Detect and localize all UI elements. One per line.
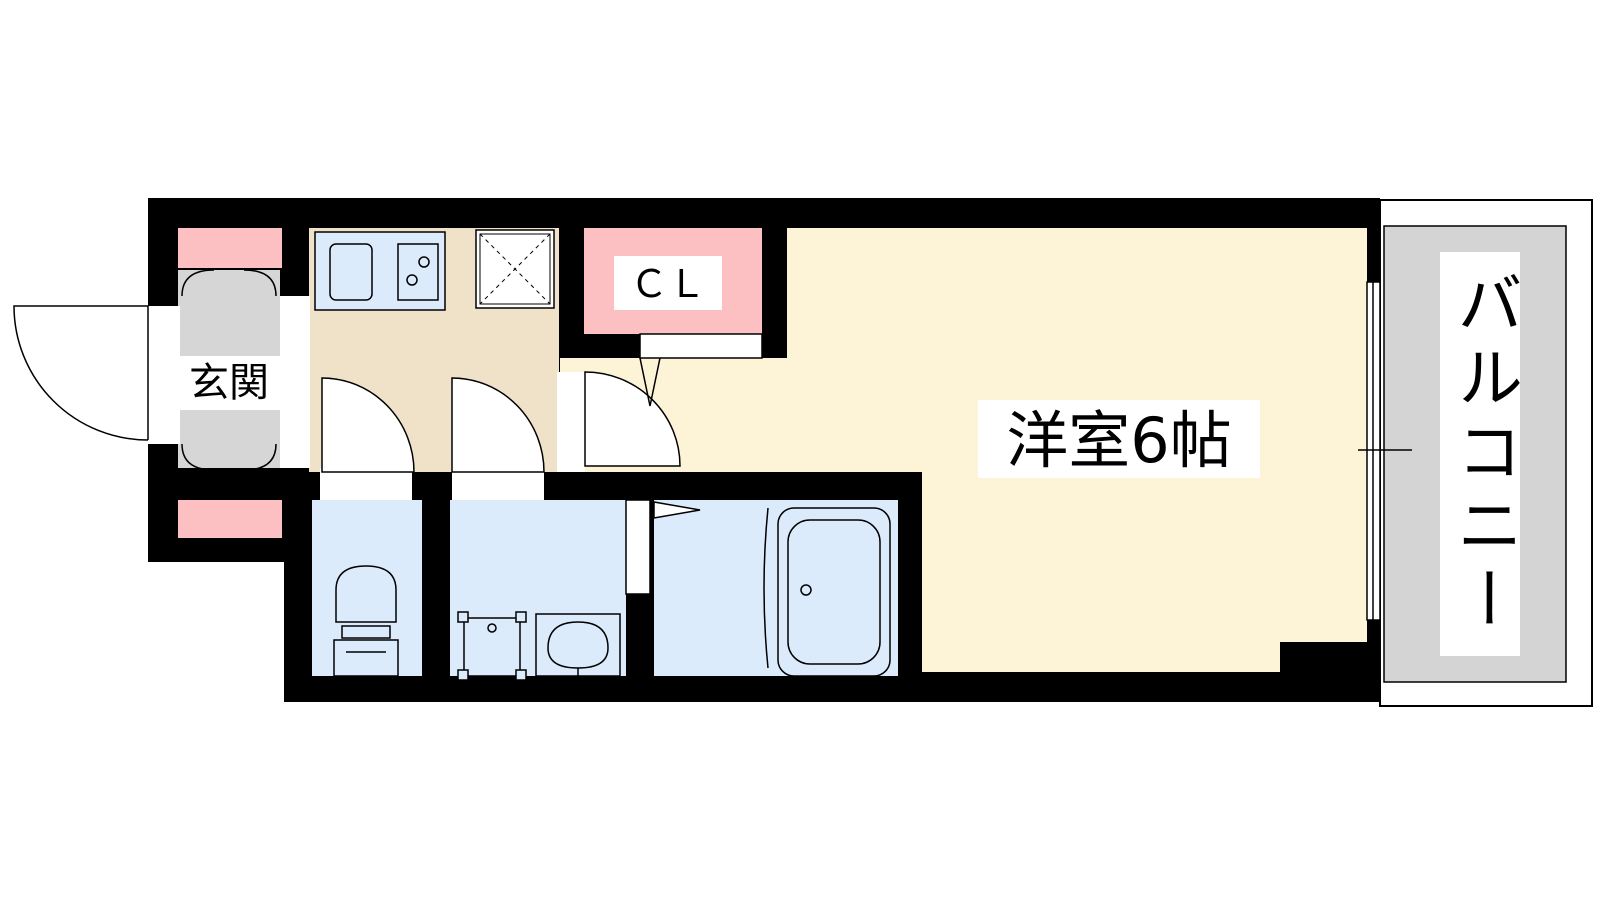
bathroom <box>654 500 898 676</box>
bathtub-icon <box>777 507 891 677</box>
washroom <box>450 500 626 676</box>
western-room-label: 洋室6帖 <box>978 400 1260 478</box>
window <box>1358 281 1412 621</box>
kitchen-counter <box>314 231 446 311</box>
wash-basin-icon <box>535 613 621 680</box>
balcony-label: バルコニー <box>1440 252 1523 656</box>
fridge-space <box>475 229 555 309</box>
toilet-icon <box>333 565 399 677</box>
doors <box>13 269 769 669</box>
entrance-label: 玄関 <box>176 356 282 410</box>
svg-text:バルコニー: バルコニー <box>1446 269 1523 639</box>
svg-text:ＣＬ: ＣＬ <box>630 262 706 306</box>
shoe-box-bottom <box>178 500 282 538</box>
western-room-floor <box>560 228 1367 672</box>
closet-label: ＣＬ <box>614 256 722 310</box>
stove-icon <box>397 243 439 301</box>
svg-text:洋室6帖: 洋室6帖 <box>1006 404 1231 477</box>
washing-machine-icon <box>457 611 527 681</box>
sink-icon <box>329 243 373 301</box>
svg-text:玄関: 玄関 <box>189 360 269 406</box>
shoe-box-top <box>178 228 282 268</box>
